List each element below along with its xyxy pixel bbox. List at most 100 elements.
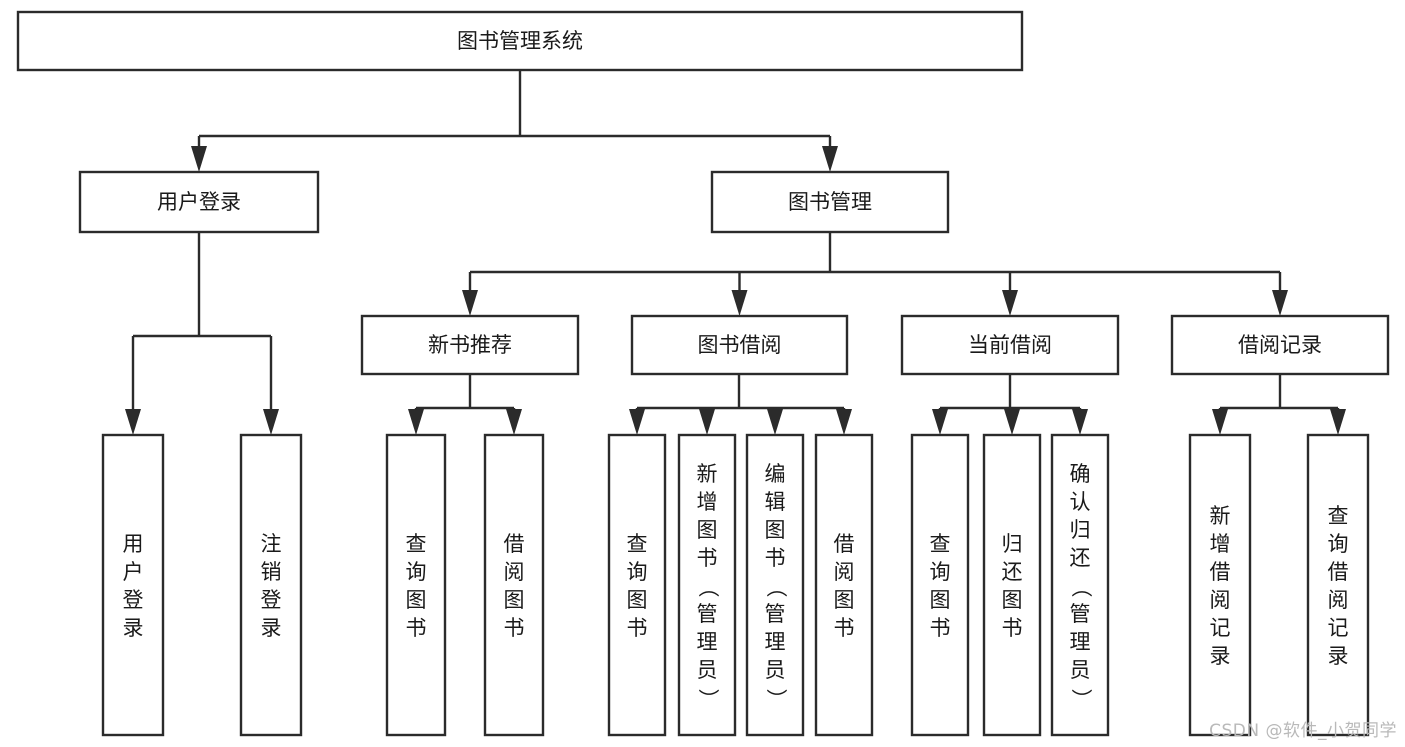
node-box-leaf-add-book [677, 433, 737, 737]
node-leaf-query-book-cur[interactable]: 查询图书查询图书 [910, 0, 1024, 737]
node-label-char: 书 [504, 616, 525, 640]
node-box-leaf-edit-book [745, 433, 805, 737]
arrow-head-icon [629, 409, 645, 435]
node-label-char: 询 [406, 560, 427, 584]
node-label-char: 询 [627, 560, 648, 584]
arrow-head-icon [699, 409, 715, 435]
node-box-leaf-user-login [101, 433, 165, 737]
arrow-head-icon [1002, 290, 1018, 316]
node-root[interactable]: 图书管理系统 [16, 10, 1024, 72]
connector-group-root [191, 70, 838, 172]
node-label-char: 查 [930, 532, 951, 556]
node-label-char: 辑 [765, 490, 786, 514]
node-label-char: 图 [406, 588, 427, 612]
node-label-char: 登 [261, 588, 282, 612]
arrow-head-icon [462, 290, 478, 316]
node-box-leaf-borrow-book-rec [483, 433, 545, 737]
connector-layer [125, 70, 1346, 435]
node-label-char: 认 [1070, 490, 1091, 514]
node-borrow-record[interactable]: 借阅记录 [1170, 314, 1390, 376]
arrow-head-icon [263, 409, 279, 435]
node-label-char: 图 [697, 518, 718, 542]
node-label-char: 书 [406, 616, 427, 640]
node-label-char: 理 [1070, 630, 1091, 654]
node-label-char: 图 [765, 518, 786, 542]
node-label-char: ） [764, 689, 788, 710]
node-box-leaf-add-record [1188, 433, 1252, 737]
node-new-book-rec[interactable]: 新书推荐 [360, 314, 580, 376]
node-label-char: 书 [627, 616, 648, 640]
node-leaf-return-book[interactable]: 归还图书归还图书 [982, 0, 1096, 737]
node-label-char: 记 [1328, 616, 1349, 640]
node-box-leaf-logout [239, 433, 303, 737]
node-box-leaf-query-book-cur [910, 433, 970, 737]
arrow-head-icon [822, 146, 838, 172]
node-box-current-borrow [900, 314, 1120, 376]
node-leaf-query-book-borrow[interactable]: 查询图书查询图书 [607, 0, 721, 737]
node-label-char: 借 [1328, 560, 1349, 584]
watermark-label: CSDN @软件_小贺同学 [1209, 721, 1397, 741]
node-label-char: 查 [406, 532, 427, 556]
node-current-borrow[interactable]: 当前借阅 [900, 314, 1120, 376]
node-label-char: 查 [627, 532, 648, 556]
node-label-char: 询 [1328, 532, 1349, 556]
node-label-char: 借 [834, 532, 855, 556]
node-label-char: 阅 [504, 560, 525, 584]
node-leaf-user-login[interactable]: 用户登录用户登录 [101, 0, 217, 737]
node-label-root: 图书管理系统 [457, 29, 583, 53]
node-label-char: 录 [261, 616, 282, 640]
node-label-char: 员 [697, 658, 718, 682]
node-leaf-borrow-book-rec[interactable]: 借阅图书借阅图书 [483, 0, 598, 737]
connector-group-new-book-rec [408, 374, 522, 435]
node-label-char: ） [1069, 689, 1093, 710]
node-box-book-manage [710, 170, 950, 234]
node-leaf-query-book-rec[interactable]: 查询图书查询图书 [385, 0, 500, 737]
arrow-head-icon [731, 290, 748, 316]
arrow-head-icon [767, 409, 783, 435]
node-label-char: 图 [930, 588, 951, 612]
node-label-char: 图 [834, 588, 855, 612]
node-book-manage[interactable]: 图书管理 [710, 170, 950, 234]
arrow-head-icon [1072, 409, 1088, 435]
node-label-char: 销 [261, 560, 282, 584]
node-leaf-borrow-book[interactable]: 借阅图书借阅图书 [814, 0, 928, 737]
node-label-user-login: 用户登录 [157, 190, 241, 214]
node-label-char: 阅 [834, 560, 855, 584]
node-label-char: 借 [504, 532, 525, 556]
node-label-char: 理 [697, 630, 718, 654]
node-leaf-logout[interactable]: 注销登录注销登录 [239, 0, 355, 737]
node-label-char: 图 [1002, 588, 1023, 612]
node-box-leaf-confirm-return [1050, 433, 1110, 737]
node-label-char: （ [764, 577, 788, 598]
node-label-char: 管 [765, 602, 786, 626]
node-leaf-query-record[interactable]: 查询借阅记录查询借阅记录 [1306, 0, 1405, 737]
node-box-new-book-rec [360, 314, 580, 376]
node-box-leaf-borrow-book [814, 433, 874, 737]
node-label-char: 书 [930, 616, 951, 640]
arrow-head-icon [191, 146, 207, 172]
connector-group-book-manage [462, 232, 1288, 316]
node-label-char: 增 [697, 490, 718, 514]
node-label-current-borrow: 当前借阅 [968, 333, 1052, 357]
node-box-borrow-record [1170, 314, 1390, 376]
connector-group-current-borrow [932, 374, 1088, 435]
node-label-borrow-record: 借阅记录 [1238, 333, 1322, 357]
node-user-login[interactable]: 用户登录 [78, 170, 320, 234]
node-box-user-login [78, 170, 320, 234]
node-label-char: 借 [1210, 560, 1231, 584]
node-label-char: 归 [1002, 532, 1023, 556]
node-leaf-add-record[interactable]: 新增借阅记录新增借阅记录 [1188, 0, 1346, 737]
node-label-char: 图 [627, 588, 648, 612]
node-box-leaf-query-record [1306, 433, 1370, 737]
arrow-head-icon [125, 409, 141, 435]
node-label-char: 书 [765, 546, 786, 570]
node-box-book-borrow [630, 314, 849, 376]
node-book-borrow[interactable]: 图书借阅 [630, 314, 849, 376]
node-label-char: 确 [1070, 462, 1091, 486]
node-label-char: 录 [1328, 644, 1349, 668]
node-label-char: 编 [765, 462, 786, 486]
